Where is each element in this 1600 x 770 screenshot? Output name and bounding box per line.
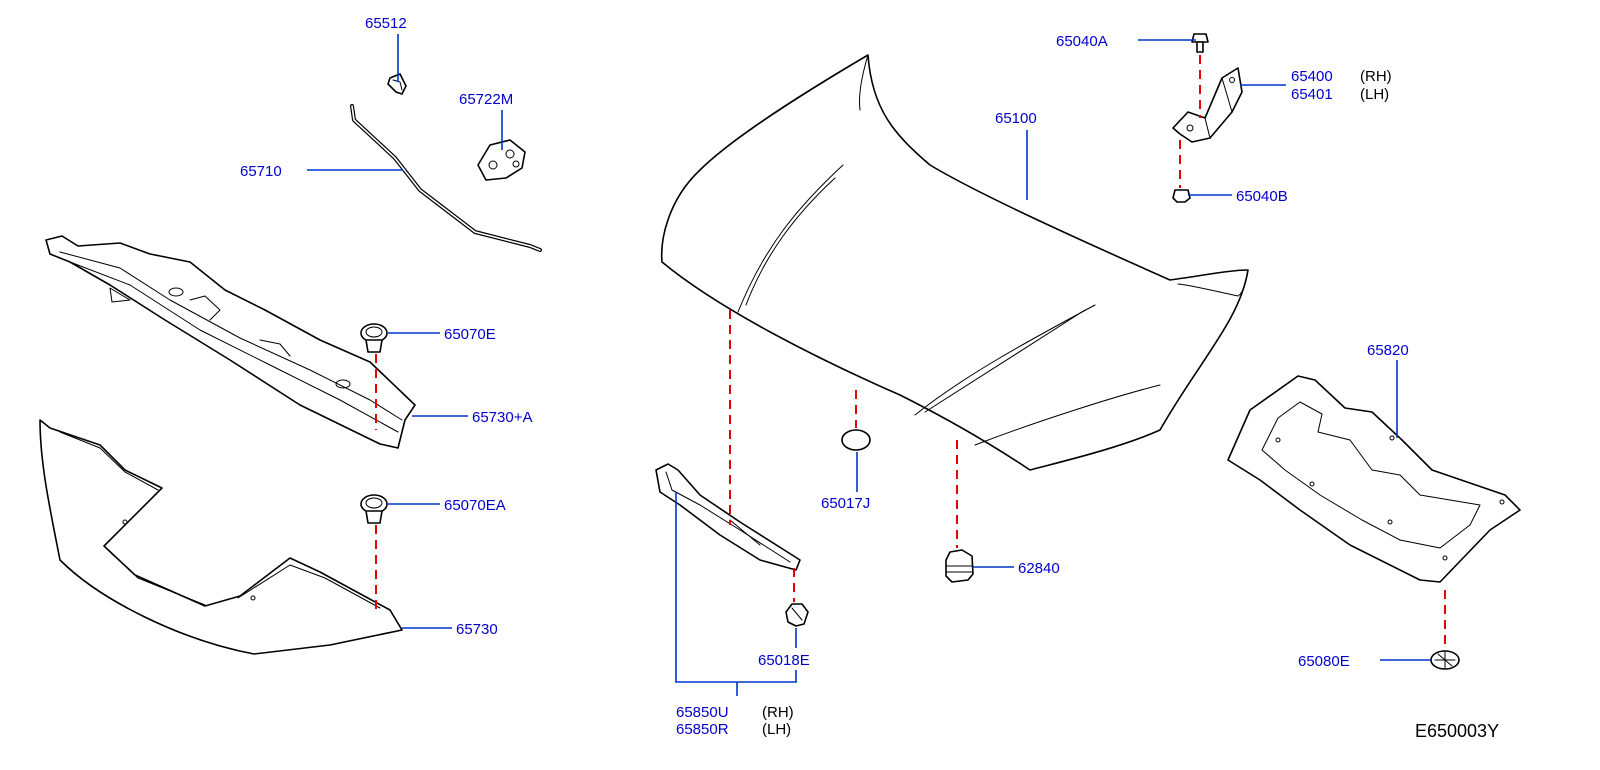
label-cover-upper: 65730+A — [472, 409, 532, 426]
hinge-bolt — [1191, 33, 1209, 53]
hood-stay-rod — [350, 104, 542, 252]
insulator-clip — [1430, 650, 1460, 670]
diagram-code: E650003Y — [1415, 721, 1499, 741]
upper-cover — [45, 235, 416, 449]
label-hood-stay: 65710 — [240, 163, 282, 180]
seal-clip — [785, 603, 809, 627]
label-hinge-bolt: 65040A — [1056, 33, 1108, 50]
label-hood-plug: 65017J — [821, 495, 870, 512]
label-cover-lower: 65730 — [456, 621, 498, 638]
leader-lines — [307, 34, 1431, 696]
label-bumper-rubber: 62840 — [1018, 560, 1060, 577]
label-hood: 65100 — [995, 110, 1037, 127]
hood-seal — [655, 463, 801, 571]
hood-stay-clip — [387, 73, 407, 95]
label-seal-lh: 65850R — [676, 721, 729, 738]
label-insulator-clip: 65080E — [1298, 653, 1350, 670]
label-cover-clip-lower: 65070EA — [444, 497, 506, 514]
assembly-guides — [375, 55, 1446, 648]
label-seal-rh: 65850U — [676, 704, 729, 721]
hood-panel — [660, 54, 1249, 471]
label-stay-holder: 65722M — [459, 91, 513, 108]
label-seal-rh-side: (RH) — [762, 704, 794, 721]
stay-holder — [477, 139, 526, 181]
label-hinge-nut: 65040B — [1236, 188, 1288, 205]
bumper-rubber — [945, 549, 974, 583]
label-hinge-rh-side: (RH) — [1360, 68, 1392, 85]
hood-hinge — [1172, 67, 1243, 143]
label-hinge-rh: 65400 — [1291, 68, 1333, 85]
hinge-nut — [1172, 189, 1191, 203]
label-insulator: 65820 — [1367, 342, 1409, 359]
label-hood-stay-clip: 65512 — [365, 15, 407, 32]
hood-insulator — [1227, 375, 1521, 583]
push-clip-lower — [360, 494, 388, 524]
label-seal-lh-side: (LH) — [762, 721, 791, 738]
label-seal-clip: 65018E — [758, 652, 810, 669]
push-clip-upper — [360, 323, 388, 353]
label-cover-clip-upper: 65070E — [444, 326, 496, 343]
part-labels: 65512 65722M 65710 65070E 65730+A 65070E… — [240, 15, 1499, 741]
lower-cover — [39, 419, 403, 655]
hood-plug — [841, 429, 871, 451]
label-hinge-lh-side: (LH) — [1360, 86, 1389, 103]
label-hinge-lh: 65401 — [1291, 86, 1333, 103]
